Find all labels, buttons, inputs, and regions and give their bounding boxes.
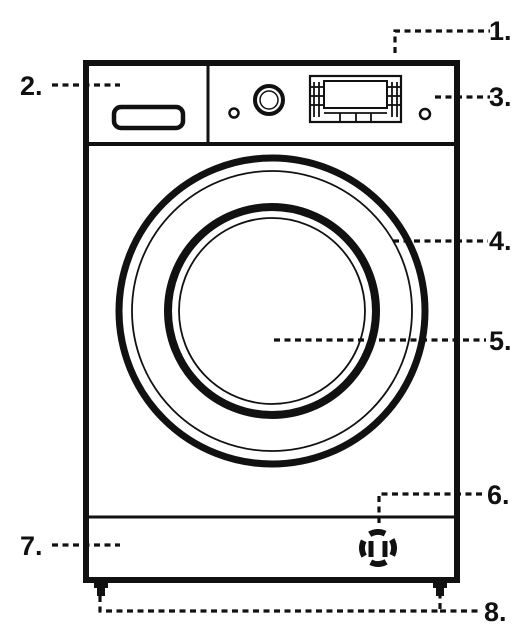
display-screen: [323, 80, 388, 109]
machine-body: [83, 60, 460, 583]
cabinet-outline: [83, 60, 460, 583]
program-dial-inner: [259, 90, 279, 110]
leader-lines: [52, 29, 490, 613]
door-glass-outer: [164, 203, 380, 419]
callout-3: 3.: [489, 82, 512, 112]
control-panel-elements: [228, 74, 432, 124]
leader-8: [98, 596, 442, 613]
left-foot: [94, 582, 108, 588]
door-glass-inner: [178, 217, 366, 405]
callout-8: 8.: [484, 597, 507, 627]
callout-1: 1.: [489, 16, 512, 46]
left-indicator-light: [228, 107, 240, 119]
display-buttons: [310, 82, 401, 122]
leader-6: [377, 492, 486, 523]
callout-5: 5.: [489, 326, 512, 356]
door-outer-ring: [115, 154, 429, 468]
callout-labels: 1. 2. 3. 4. 5. 6. 7. 8.: [20, 16, 512, 627]
callout-2: 2.: [20, 71, 43, 101]
right-foot: [433, 582, 447, 588]
callout-7: 7.: [20, 531, 43, 561]
callout-4: 4.: [489, 226, 512, 256]
right-indicator-light: [418, 107, 432, 121]
callout-6: 6.: [487, 480, 510, 510]
pump-filter-knob: [359, 529, 397, 567]
leader-1: [393, 29, 490, 53]
detergent-drawer-handle: [111, 104, 186, 131]
program-dial: [253, 84, 285, 116]
adjustable-feet: [94, 582, 447, 596]
door-assembly: [115, 154, 429, 468]
door-ring-inner-edge: [131, 170, 413, 452]
